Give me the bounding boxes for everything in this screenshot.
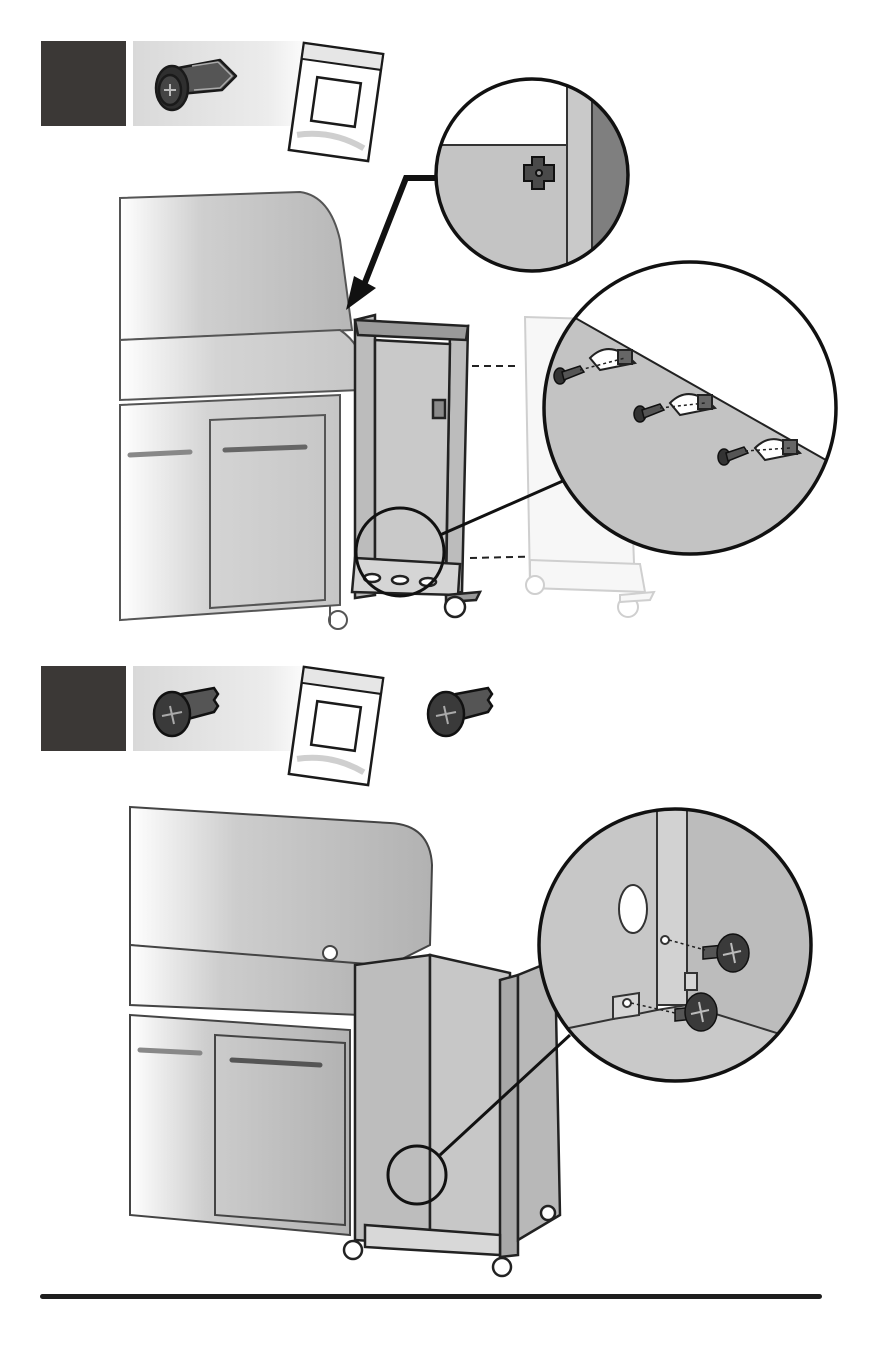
push-rivet-icon	[148, 50, 240, 116]
hardware-bag-icon	[282, 40, 390, 164]
bracket-detail-callout	[432, 75, 632, 275]
screw-detail-callout	[535, 805, 815, 1085]
hardware-bag-icon	[282, 664, 390, 788]
rivet-holes-detail-callout	[540, 258, 840, 558]
screw-icon	[422, 680, 502, 740]
step-2-number-box	[41, 666, 126, 751]
step-1-number-box	[41, 41, 126, 126]
page-bottom-rule	[40, 1294, 822, 1299]
grill-body	[120, 192, 363, 629]
screw-icon	[148, 680, 228, 740]
side-cabinet-frame	[352, 315, 480, 617]
